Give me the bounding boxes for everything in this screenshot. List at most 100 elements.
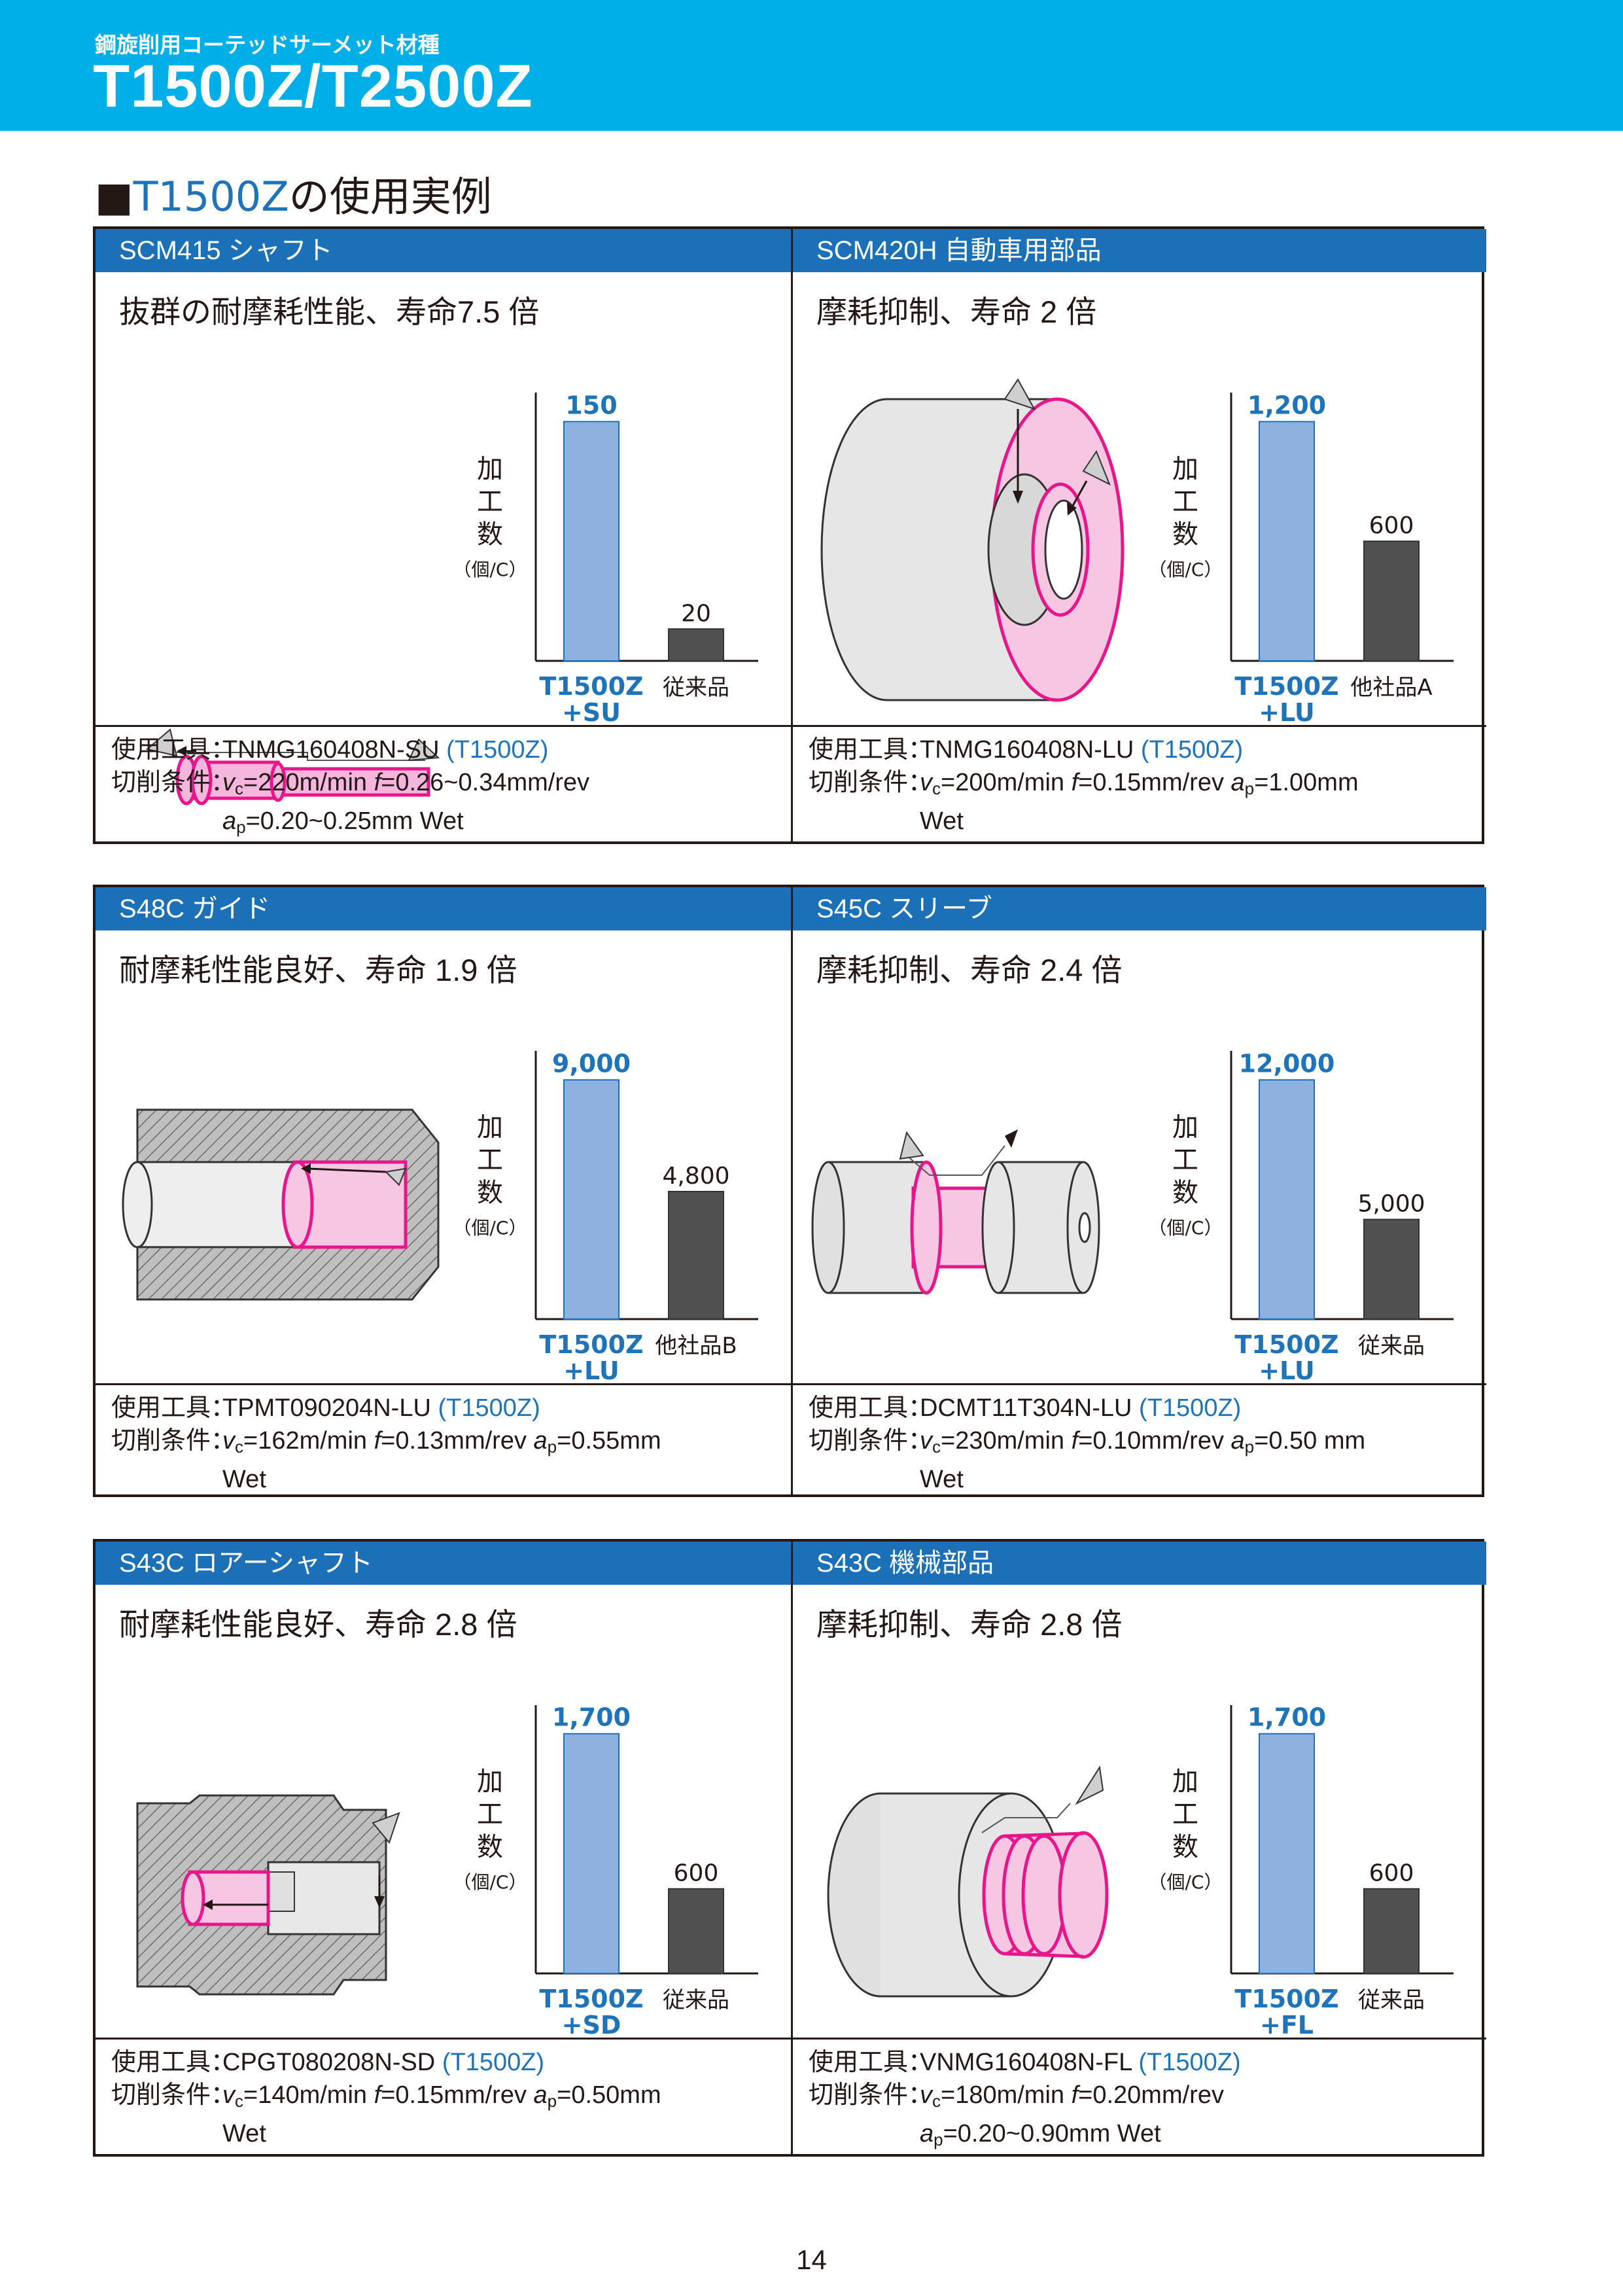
data-label: 1,700	[1248, 1703, 1326, 1732]
data-label: 600	[1369, 512, 1414, 539]
panel-header: SCM420H 自動車用部品	[793, 229, 1486, 272]
ap-value: =0.20~0.90mm	[943, 2120, 1117, 2147]
y-axis-label-char: 数	[477, 1832, 503, 1862]
ap-symbol: a	[533, 2081, 548, 2109]
tool-name: TNMG160408N-SU	[222, 736, 447, 764]
panel-scm415: SCM415 シャフト 抜群の耐摩耗性能、寿命7.5 倍 加工数（個/C）150…	[96, 229, 791, 841]
data-label: 600	[1369, 1860, 1414, 1887]
insert-icon	[1075, 1765, 1104, 1805]
f-symbol: f	[1071, 769, 1079, 796]
bar	[1363, 1888, 1420, 1974]
insert-icon	[1082, 450, 1111, 486]
tool-line: 使用工具：VNMG160408N-FL (T1500Z)	[809, 2046, 1486, 2079]
tool-line: 使用工具：TPMT090204N-LU (T1500Z)	[111, 1392, 791, 1424]
condition-line: 切削条件：vc=180m/min f=0.20mm/rev	[809, 2079, 1486, 2117]
vc-value: =180m/min	[941, 2081, 1072, 2109]
ap-value: =0.55mm	[557, 1427, 661, 1455]
tool-grade: (T1500Z)	[438, 1394, 540, 1422]
f-symbol: f	[374, 769, 381, 796]
f-value: =0.13mm/rev	[381, 1427, 534, 1455]
tool-grade: (T1500Z)	[1138, 2049, 1241, 2076]
tool-name: DCMT11T304N-LU	[920, 1394, 1140, 1422]
y-axis-unit: （個/C）	[464, 1871, 527, 1893]
f-symbol: f	[1071, 1427, 1079, 1455]
panel-scm420h: SCM420H 自動車用部品 摩耗抑制、寿命 2 倍 加工数（個/C）1,200…	[791, 229, 1486, 841]
vc-value: =162m/min	[243, 1427, 374, 1455]
panel-s43c-machine-part: S43C 機械部品 摩耗抑制、寿命 2.8 倍 加工数（個/C）1,700600…	[791, 1542, 1486, 2154]
y-axis-label-char: 数	[1172, 520, 1198, 550]
f-symbol: f	[374, 2081, 381, 2109]
tool-label: 使用工具：	[111, 736, 236, 764]
y-axis-unit: （個/C）	[464, 559, 527, 580]
condition-line: 切削条件：vc=162m/min f=0.13mm/rev ap=0.55mm	[111, 1424, 791, 1463]
guide-illustration	[122, 1108, 440, 1301]
sleeve-illustration	[811, 1129, 1100, 1295]
category-label: +LU	[1259, 1356, 1315, 1385]
category-label: +LU	[563, 1356, 620, 1385]
condition-label: 切削条件：	[111, 1427, 236, 1455]
panel-result: 耐摩耗性能良好、寿命 2.8 倍	[119, 1607, 517, 1642]
y-axis-label-char: 工	[1172, 1799, 1198, 1829]
vc-symbol: v	[222, 769, 235, 796]
insert-icon	[145, 728, 178, 757]
coolant-value: Wet	[1117, 2120, 1161, 2147]
y-axis-label-char: 工	[477, 1799, 503, 1829]
tool-label: 使用工具：	[111, 2049, 236, 2076]
panel-s48c: S48C ガイド 耐摩耗性能良好、寿命 1.9 倍 加工数（個/C）9,0004…	[96, 887, 791, 1494]
spec-block: 使用工具：DCMT11T304N-LU (T1500Z)切削条件：vc=230m…	[793, 1383, 1486, 1494]
machine-part-illustration	[827, 1765, 1109, 1998]
y-axis-unit: （個/C）	[1159, 1217, 1223, 1239]
y-axis-label-char: 数	[1172, 1832, 1198, 1862]
condition-label: 切削条件：	[111, 2081, 236, 2109]
spec-block: 使用工具：VNMG160408N-FL (T1500Z)切削条件：vc=180m…	[793, 2038, 1486, 2154]
bar	[668, 1191, 724, 1320]
category-label: T1500Z	[539, 1985, 643, 2013]
data-label: 4,800	[662, 1163, 729, 1190]
category-label: 従来品	[663, 1987, 729, 2013]
bar	[1259, 421, 1315, 662]
category-label: T1500Z	[1234, 1985, 1338, 2013]
bar	[668, 1888, 724, 1974]
tool-line: 使用工具：TNMG160408N-LU (T1500Z)	[809, 733, 1486, 766]
ap-subscript: p	[1244, 1437, 1255, 1457]
insert-icon	[372, 1812, 400, 1845]
category-label: 従来品	[1358, 1987, 1425, 2013]
ap-value: =0.50mm	[557, 2081, 661, 2109]
section-model: T1500Z	[133, 173, 289, 221]
condition-label: 切削条件：	[809, 2081, 934, 2109]
f-value: =0.20mm/rev	[1078, 2081, 1224, 2109]
coolant-value: Wet	[419, 807, 464, 835]
spec-block: 使用工具：CPGT080208N-SD (T1500Z)切削条件：vc=140m…	[96, 2038, 791, 2154]
y-axis-label-char: 数	[477, 520, 503, 550]
category-label: T1500Z	[1234, 1330, 1338, 1359]
vc-subscript: c	[235, 1437, 243, 1457]
vc-value: =230m/min	[941, 1427, 1072, 1455]
y-axis-label-char: 加	[477, 1767, 503, 1797]
tool-line: 使用工具：TNMG160408N-SU (T1500Z)	[111, 733, 791, 766]
vc-subscript: c	[932, 1437, 941, 1457]
f-value: =0.15mm/rev	[381, 2081, 534, 2109]
condition-label: 切削条件：	[809, 769, 934, 796]
ap-value: =1.00mm	[1254, 769, 1359, 796]
panel-result: 摩耗抑制、寿命 2.8 倍	[816, 1607, 1123, 1642]
condition-line: 切削条件：vc=200m/min f=0.15mm/rev ap=1.00mm	[809, 766, 1486, 805]
data-label: 5,000	[1357, 1191, 1425, 1218]
panel-s43c-lower-shaft: S43C ロアーシャフト 耐摩耗性能良好、寿命 2.8 倍 加工数（個/C）1,…	[96, 1542, 791, 2154]
tool-label: 使用工具：	[809, 736, 934, 764]
panel-row-1: SCM415 シャフト 抜群の耐摩耗性能、寿命7.5 倍 加工数（個/C）150…	[93, 226, 1486, 844]
spec-block: 使用工具：TNMG160408N-LU (T1500Z)切削条件：vc=200m…	[793, 725, 1486, 841]
panel-header: SCM415 シャフト	[96, 229, 791, 272]
category-label: +FL	[1260, 2011, 1314, 2040]
bar	[1259, 1079, 1315, 1320]
bar	[563, 1733, 620, 1974]
vc-value: =220m/min	[243, 769, 374, 796]
data-label: 20	[681, 600, 711, 627]
panel-header: S43C 機械部品	[793, 1542, 1486, 1585]
y-axis-label-char: 加	[477, 454, 503, 484]
insert-icon	[384, 1167, 407, 1186]
disk-part-illustration	[820, 378, 1125, 702]
category-label: T1500Z	[539, 1330, 643, 1359]
condition-label: 切削条件：	[809, 1427, 934, 1455]
tool-name: VNMG160408N-FL	[920, 2049, 1139, 2076]
